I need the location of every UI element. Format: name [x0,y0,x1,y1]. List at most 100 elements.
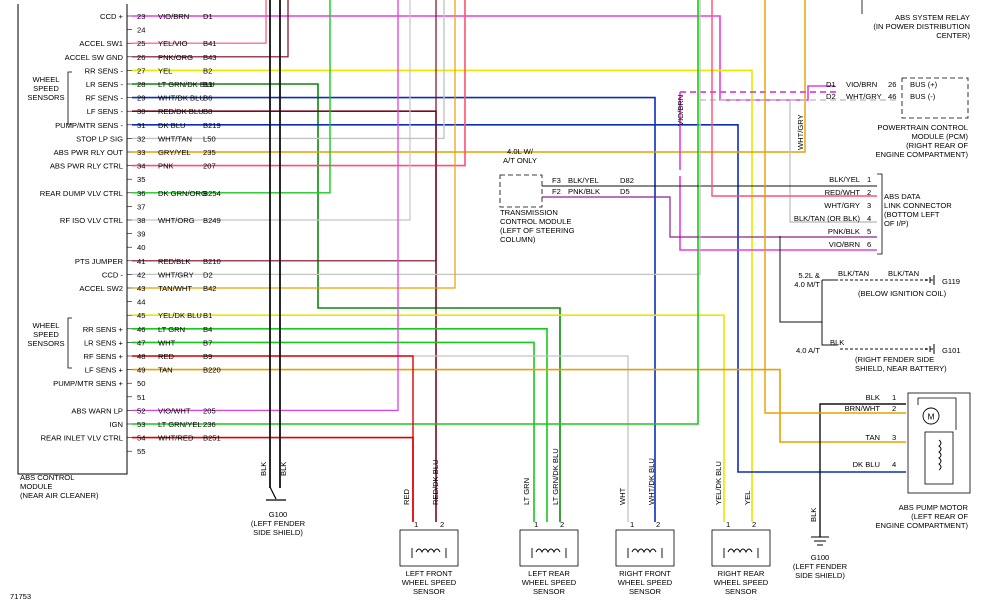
sensor-name: LEFT FRONT [406,569,453,578]
pin-wire-30: RED/DK BLU [158,107,204,116]
pin-label-49: LF SENS + [85,366,124,375]
pin-number-33: 33 [137,148,145,157]
pin-label-25: ACCEL SW1 [79,39,123,48]
pcm-circuit: D2 [826,92,836,101]
dlc-title: (BOTTOM LEFT [884,210,940,219]
pin-wire-29: WHT/DK BLU [158,94,205,103]
pin-wire-46: LT GRN [158,325,185,334]
pin-wire-48: RED [158,352,175,361]
g101-wire: BLK [830,338,844,347]
sensor-pin-1: 1 [534,520,538,529]
pin-number-27: 27 [137,66,145,75]
tcm-connector [499,174,543,208]
tcm-circuit: D5 [620,187,630,196]
wss-group-label-top: WHEEL [32,75,59,84]
pin-number-36: 36 [137,189,145,198]
pin-number-45: 45 [137,311,145,320]
wire-vio-brn-to-dlc [679,92,877,251]
pump-coil-box [924,431,954,485]
wire-yel-b2 [132,69,753,522]
pin-circuit-36: B254 [203,189,221,198]
pin-number-50: 50 [137,379,145,388]
pump-motor-body [907,392,971,494]
dlc-pin: 5 [867,227,871,236]
pin-label-28: LR SENS - [86,80,124,89]
pin-label-26: ACCEL SW GND [65,53,124,62]
sensor-name: SENSOR [629,587,662,596]
sensor-pin-1: 1 [414,520,418,529]
pin-circuit-23: D1 [203,12,213,21]
wire-tan-wht-b42 [132,0,456,289]
pin-wire-33: GRY/YEL [158,148,191,157]
pin-number-39: 39 [137,230,145,239]
wire-gry-yel-235 [132,0,806,153]
dlc-wire: VIO/BRN [829,240,860,249]
vertical-label-vio-brn: VIO/BRN [676,95,685,126]
sensor-coil [411,548,447,558]
tcm-header: A/T ONLY [503,156,537,165]
sensor-name: LEFT REAR [528,569,570,578]
pump-title: ABS PUMP MOTOR [899,503,969,512]
sensor-pin-2: 2 [752,520,756,529]
dlc-title: OF I/P) [884,219,909,228]
g119-condition: 4.0 M/T [794,280,820,289]
pin-circuit-41: B210 [203,257,221,266]
pump-pin: 2 [892,404,896,413]
pcm-pin: 46 [888,92,896,101]
pin-number-25: 25 [137,39,145,48]
wss-bracket-bottom [67,317,72,369]
pcm-bus-label: BUS (+) [910,80,938,89]
pin-number-32: 32 [137,134,145,143]
pin-number-23: 23 [137,12,145,21]
pcm-bus-label: BUS (-) [910,92,936,101]
pin-number-55: 55 [137,447,145,456]
wire-pnk-org-b43 [132,0,289,58]
sensor-connector-box [519,529,579,567]
wire-pump-brn-wht [764,0,906,414]
pin-number-47: 47 [137,338,145,347]
sensor-connector-box [399,529,459,567]
pin-wire-47: WHT [158,338,176,347]
pin-circuit-48: B9 [203,352,212,361]
tcm-wire: BLK/YEL [568,176,599,185]
pin-number-41: 41 [137,257,145,266]
pcm-pin: 26 [888,80,896,89]
dlc-pin: 2 [867,188,871,197]
pin-label-33: ABS PWR RLY OUT [54,148,124,157]
pcm-connector [901,77,969,119]
sensor-wire-2-label: YEL [743,491,752,505]
g101-condition: 4.0 A/T [796,346,820,355]
pin-wire-27: YEL [158,66,172,75]
pin-label-36: REAR DUMP VLV CTRL [40,189,123,198]
pin-label-23: CCD + [100,12,124,21]
pin-number-40: 40 [137,243,145,252]
pin-circuit-49: B220 [203,366,221,375]
dlc-connector [877,173,883,255]
pin-wire-32: WHT/TAN [158,134,192,143]
pcm-title: POWERTRAIN CONTROL [877,123,968,132]
tcm-title: TRANSMISSION [500,208,558,217]
tcm-title: (LEFT OF STEERING [500,226,575,235]
pin-label-32: STOP LP SIG [76,134,123,143]
pin-wire-43: TAN/WHT [158,284,192,293]
pin-wire-42: WHT/GRY [158,270,194,279]
ground-left-symbol [266,486,286,501]
relay-title: (IN POWER DISTRIBUTION [873,22,970,31]
sensor-name: RIGHT FRONT [619,569,671,578]
pin-circuit-42: D2 [203,270,213,279]
wheel-speed-sensor-3 [615,529,675,567]
wss-group-label-top: SPEED [33,84,59,93]
sensor-connector-box [615,529,675,567]
pin-label-50: PUMP/MTR SENS + [53,379,123,388]
ground-left-wire-1: BLK [259,462,268,476]
g119-wire-2: BLK/TAN [888,269,919,278]
pump-coil [938,439,942,471]
tcm-title: COLUMN) [500,235,536,244]
pin-number-34: 34 [137,162,145,171]
pcm-title: ENGINE COMPARTMENT) [875,150,968,159]
tcm-pin: F3 [552,176,561,185]
wire-tcm-pnk-blk [542,196,877,238]
wire-ltgrn-dkblu-b3 [132,83,561,522]
dlc-wire: BLK/YEL [829,175,860,184]
tcm-title: CONTROL MODULE [500,217,571,226]
